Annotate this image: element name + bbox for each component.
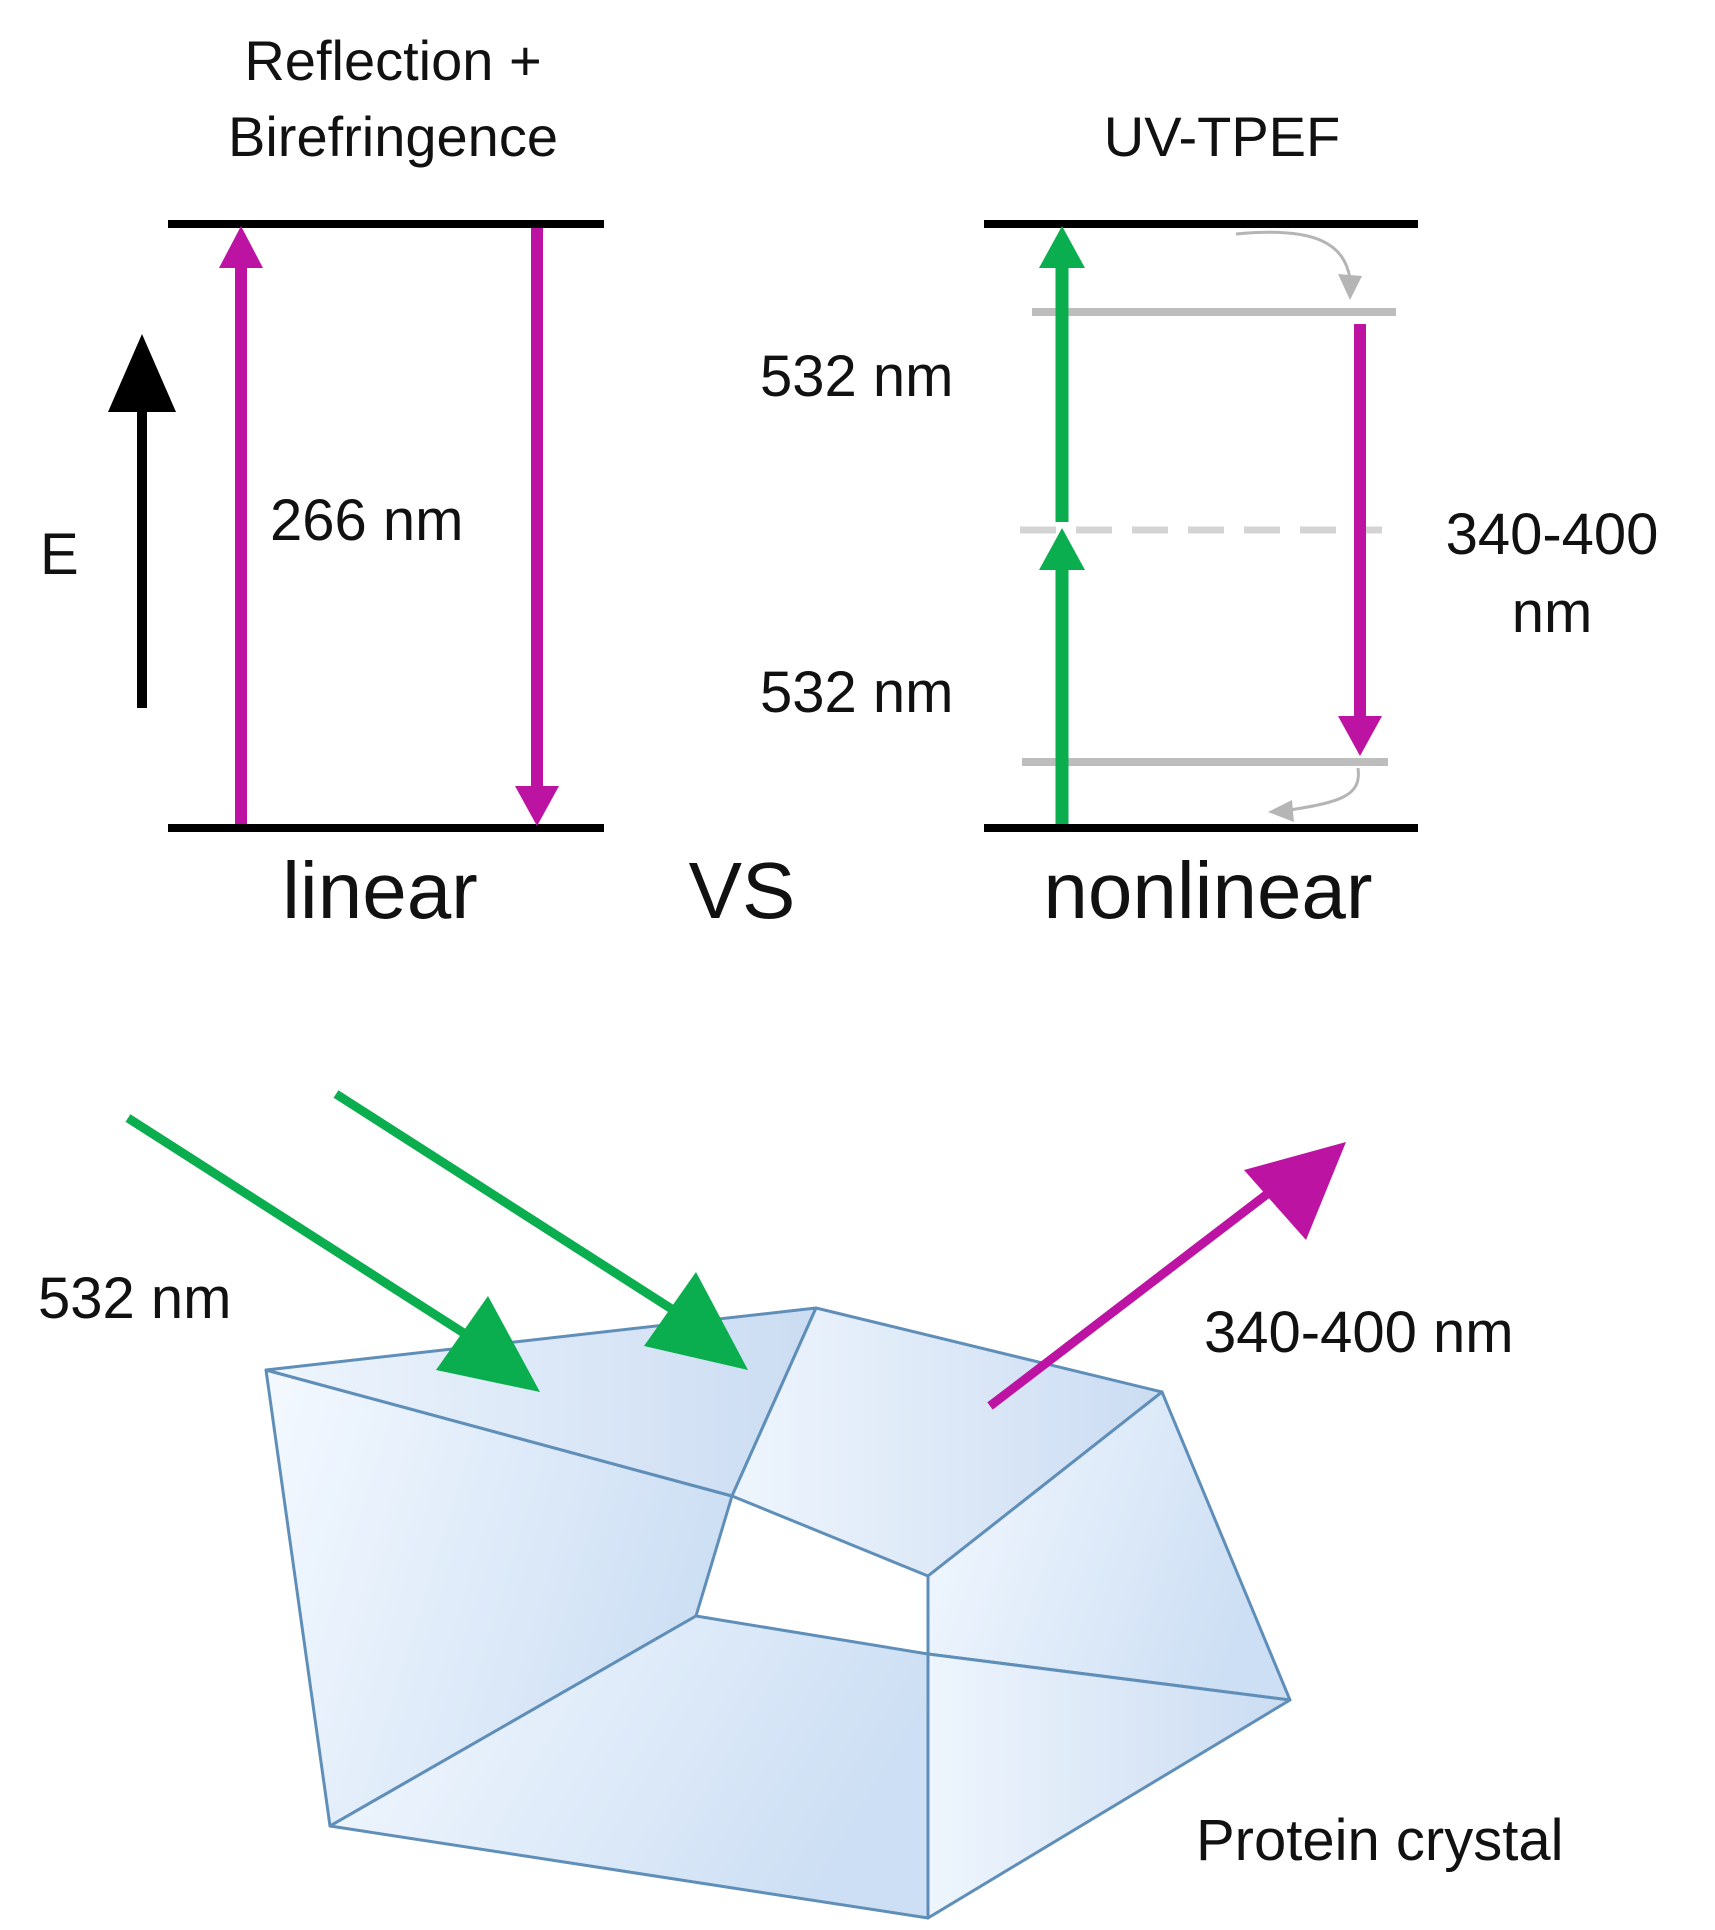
incident-beam-1	[125, 1114, 487, 1350]
lower-relaxation-arrow	[1289, 767, 1360, 812]
emitted-beam-arrowhead	[1244, 1142, 1346, 1240]
green-excitation-arrow-upper-head	[1039, 226, 1085, 268]
energy-axis-arrowhead	[108, 334, 176, 412]
incident-beam-2	[333, 1090, 695, 1326]
emission-label-line1: 340-400	[1446, 502, 1659, 567]
linear-reflection-arrowhead	[515, 786, 559, 826]
energy-axis-label: E	[40, 522, 79, 587]
emitted-beam	[987, 1168, 1299, 1410]
lower-excitation-label: 532 nm	[760, 660, 953, 725]
crystal-scene: 532 nm 340-400 nm Protein crystal	[38, 1090, 1563, 1920]
upper-relaxation-arrowhead	[1338, 274, 1362, 300]
emission-label-line2: nm	[1512, 580, 1593, 645]
incident-beam-2-arrowhead	[644, 1272, 748, 1370]
linear-caption: linear	[282, 846, 478, 935]
nonlinear-caption: nonlinear	[1043, 846, 1372, 935]
upper-relaxation-arrow	[1235, 230, 1352, 279]
linear-title-line1: Reflection +	[244, 29, 541, 92]
linear-title-line2: Birefringence	[228, 105, 558, 168]
incident-wavelength-label: 532 nm	[38, 1266, 231, 1331]
magenta-emission-arrowhead	[1338, 716, 1382, 756]
linear-absorption-arrowhead	[219, 226, 263, 268]
emitted-wavelength-label: 340-400 nm	[1204, 1300, 1514, 1365]
lower-relaxation-arrowhead	[1268, 800, 1294, 822]
green-excitation-arrow-lower-head	[1039, 528, 1085, 570]
crystal-bottom-right-face	[926, 1652, 1292, 1920]
incident-beam-1-arrowhead	[436, 1296, 540, 1392]
upper-excitation-label: 532 nm	[760, 344, 953, 409]
protein-crystal-shape	[264, 1306, 1292, 1920]
linear-panel: Reflection + Birefringence E 266 nm line…	[40, 29, 604, 935]
linear-wavelength-label: 266 nm	[270, 488, 463, 553]
nonlinear-title: UV-TPEF	[1104, 105, 1340, 168]
vs-label: VS	[689, 846, 796, 935]
crystal-label: Protein crystal	[1196, 1808, 1563, 1873]
nonlinear-panel: UV-TPEF 532 nm 532 nm 340-400 nm nonline…	[760, 105, 1658, 935]
